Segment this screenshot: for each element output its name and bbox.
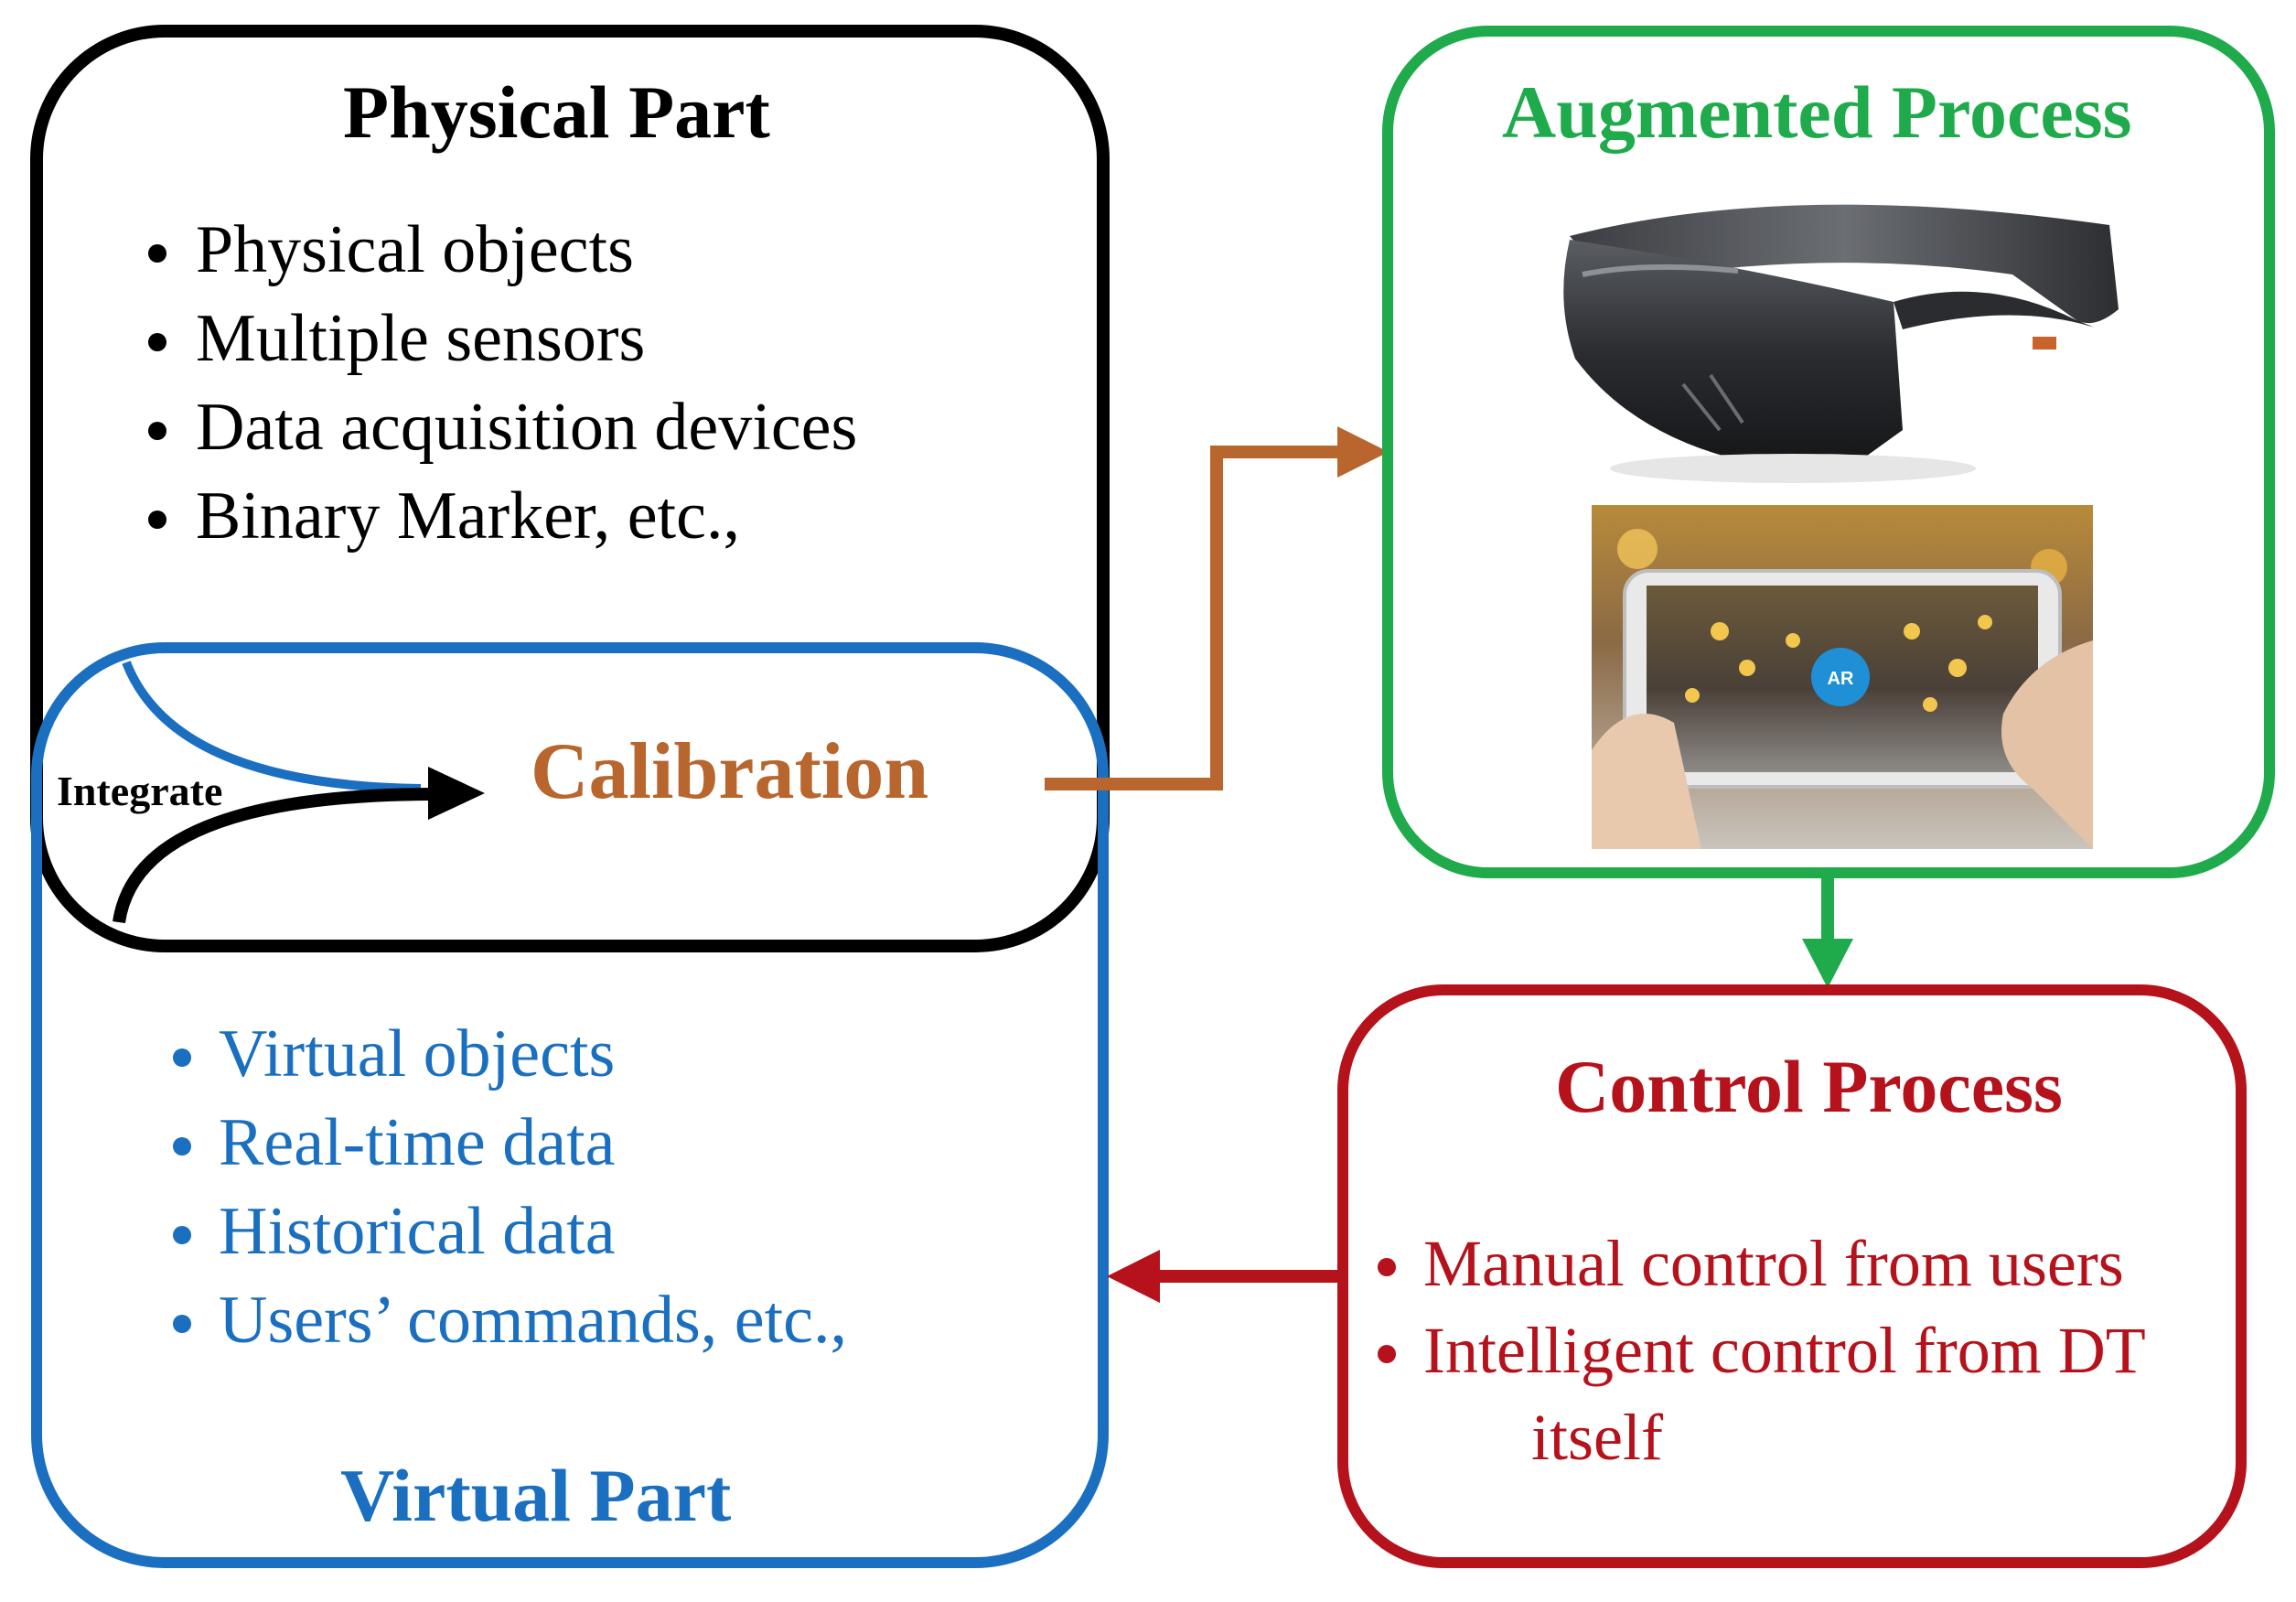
bullet-icon <box>1378 1345 1396 1363</box>
ar-smartphone-image: AR <box>1592 505 2093 849</box>
augmented-to-control-arrowhead <box>1802 939 1853 988</box>
control-process-title: Control Process <box>1555 1045 2063 1128</box>
bullet-icon <box>1378 1258 1396 1276</box>
list-item-label: Virtual objects <box>219 1016 616 1091</box>
list-item: Manual control from users <box>1374 1231 2146 1317</box>
virtual-part-title: Virtual Part <box>340 1454 732 1537</box>
augmented-process-box <box>1382 26 2275 878</box>
integrate-arrowhead <box>428 767 485 820</box>
list-item-label: Physical objects <box>196 212 634 287</box>
calibration-label: Calibration <box>531 727 929 816</box>
list-item-label: Intelligent control from DT <box>1423 1314 2146 1387</box>
list-item: Virtual objects <box>169 1020 847 1109</box>
list-item: Intelligent control from DT <box>1374 1317 2146 1404</box>
bullet-icon <box>173 1315 191 1333</box>
bullet-icon <box>173 1226 191 1244</box>
list-item: Multiple sensors <box>146 305 857 393</box>
list-item-label: itself <box>1531 1401 1663 1474</box>
list-item: Binary Marker, etc., <box>146 482 857 571</box>
calibration-arrowhead <box>1337 426 1389 478</box>
bullet-icon <box>148 333 166 351</box>
physical-part-title: Physical Part <box>343 70 770 154</box>
list-item: Users’ commands, etc., <box>169 1286 847 1375</box>
mixed-reality-headset-image <box>1563 204 2119 483</box>
ar-badge-text: AR <box>1828 669 1854 689</box>
control-to-virtual-arrowhead <box>1107 1250 1160 1303</box>
list-item: Real-time data <box>169 1109 847 1198</box>
list-item-label: Manual control from users <box>1423 1227 2124 1300</box>
list-item: Physical objects <box>146 216 857 305</box>
bullet-icon <box>148 511 166 529</box>
list-item-label: Multiple sensors <box>196 301 646 376</box>
list-item-label: Users’ commands, etc., <box>219 1283 848 1358</box>
virtual-part-list: Virtual objects Real-time data Historica… <box>169 1020 847 1375</box>
list-item-label: Historical data <box>219 1194 616 1269</box>
list-item-label: Real-time data <box>219 1105 616 1180</box>
list-item: Data acquisition devices <box>146 393 857 482</box>
bullet-icon <box>173 1048 191 1067</box>
integrate-label: Integrate <box>57 768 223 814</box>
list-item-label: Binary Marker, etc., <box>196 478 740 554</box>
list-item-label: Data acquisition devices <box>196 390 858 465</box>
ar-badge-circle <box>1811 648 1870 706</box>
calibration-to-augmented-arrow <box>1045 446 1343 790</box>
physical-part-box <box>30 25 1110 952</box>
bullet-icon <box>148 422 166 440</box>
integrate-black-curve <box>113 788 431 924</box>
bullet-icon <box>173 1137 191 1156</box>
list-item: Historical data <box>169 1198 847 1286</box>
control-process-list: Manual control from users Intelligent co… <box>1374 1231 2146 1491</box>
bullet-icon <box>148 244 166 263</box>
list-item-continuation: itself <box>1374 1404 2146 1491</box>
virtual-part-box <box>31 642 1109 1568</box>
augmented-process-title: Augmented Process <box>1502 70 2132 154</box>
integrate-blue-curve <box>122 661 422 793</box>
physical-part-list: Physical objects Multiple sensors Data a… <box>146 216 857 571</box>
